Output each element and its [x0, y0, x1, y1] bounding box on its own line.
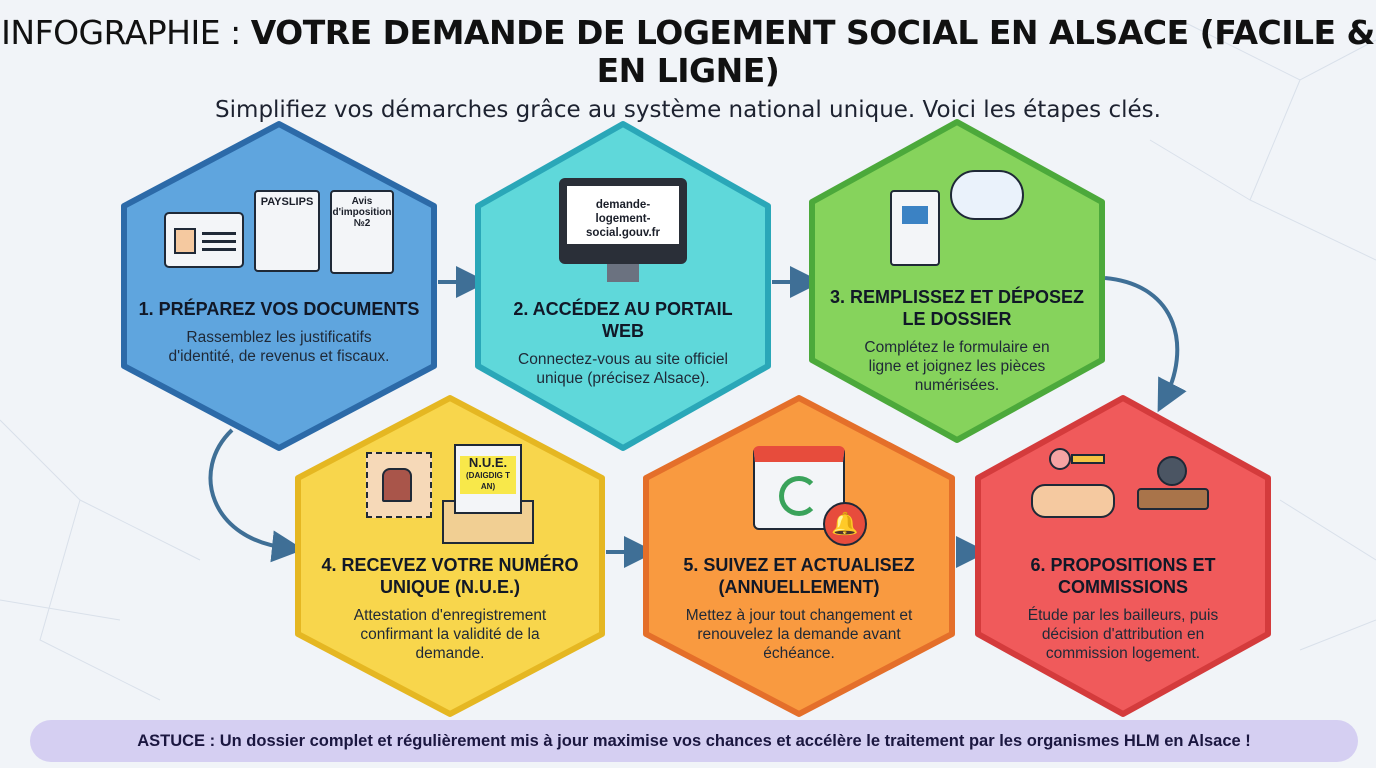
calendar-sync-icon: 🔔 — [753, 446, 867, 546]
step-1-card: PAYSLIPS Avis d'imposition №2 1. PRÉPARE… — [120, 120, 438, 452]
page-subtitle: Simplifiez vos démarches grâce au systèm… — [215, 97, 1161, 123]
id-card-icon — [164, 212, 244, 268]
tax-notice-icon: Avis d'imposition №2 — [330, 190, 394, 274]
handshake-keys-icon — [1031, 448, 1115, 528]
stamp-icon — [366, 452, 432, 518]
title-main: VOTRE DEMANDE DE LOGEMENT SOCIAL EN ALSA… — [250, 13, 1376, 90]
step-6-card: 6. PROPOSITIONS ET COMMISSIONS Étude par… — [974, 394, 1272, 718]
step-3-desc: Complétez le formulaire en ligne et joig… — [864, 339, 1050, 394]
hand-document-icon — [890, 190, 940, 266]
bell-icon: 🔔 — [823, 502, 867, 546]
page-title: INFOGRAPHIE : VOTRE DEMANDE DE LOGEMENT … — [0, 14, 1376, 90]
step-2-desc: Connectez-vous au site officiel unique (… — [518, 351, 728, 387]
step-6-title: 6. PROPOSITIONS ET COMMISSIONS — [1030, 555, 1216, 597]
step-2-title: 2. ACCÉDEZ AU PORTAIL WEB — [513, 299, 733, 341]
step-2-card: demande-logement-social.gouv.fr 2. ACCÉD… — [474, 120, 772, 452]
step-5-card: 🔔 5. SUIVEZ ET ACTUALISEZ (ANNUELLEMENT)… — [642, 394, 956, 718]
step-4-card: N.U.E.(DAIGDIG T AN) 4. RECEVEZ VOTRE NU… — [294, 394, 606, 718]
step-6-desc: Étude par les bailleurs, puis décision d… — [1027, 607, 1219, 662]
step-4-title: 4. RECEVEZ VOTRE NUMÉRO UNIQUE (N.U.E.) — [321, 555, 579, 597]
step-1-title: 1. PRÉPAREZ VOS DOCUMENTS — [138, 299, 420, 319]
step-4-desc: Attestation d'enregistrement confirmant … — [353, 607, 547, 662]
step-1-desc: Rassemblez les justificatifs d'identité,… — [168, 329, 390, 365]
tip-banner: ASTUCE : Un dossier complet et régulière… — [30, 720, 1358, 762]
meeting-table-icon — [1131, 448, 1215, 528]
computer-monitor-icon: demande-logement-social.gouv.fr — [559, 178, 687, 282]
envelope-certificate-icon: N.U.E.(DAIGDIG T AN) — [442, 444, 534, 544]
nue-badge: N.U.E. — [468, 455, 508, 470]
step-5-desc: Mettez à jour tout changement et renouve… — [685, 607, 913, 662]
cloud-sync-icon — [950, 170, 1024, 220]
payslips-icon: PAYSLIPS — [254, 190, 320, 272]
step-3-card: 3. REMPLISSEZ ET DÉPOSEZ LE DOSSIER Comp… — [808, 118, 1106, 444]
portal-url: demande-logement-social.gouv.fr — [567, 186, 679, 244]
nue-badge-sub: (DAIGDIG T AN) — [466, 471, 510, 491]
step-3-title: 3. REMPLISSEZ ET DÉPOSEZ LE DOSSIER — [829, 287, 1085, 329]
step-5-title: 5. SUIVEZ ET ACTUALISEZ (ANNUELLEMENT) — [683, 555, 915, 597]
title-prefix: INFOGRAPHIE : — [1, 13, 251, 52]
